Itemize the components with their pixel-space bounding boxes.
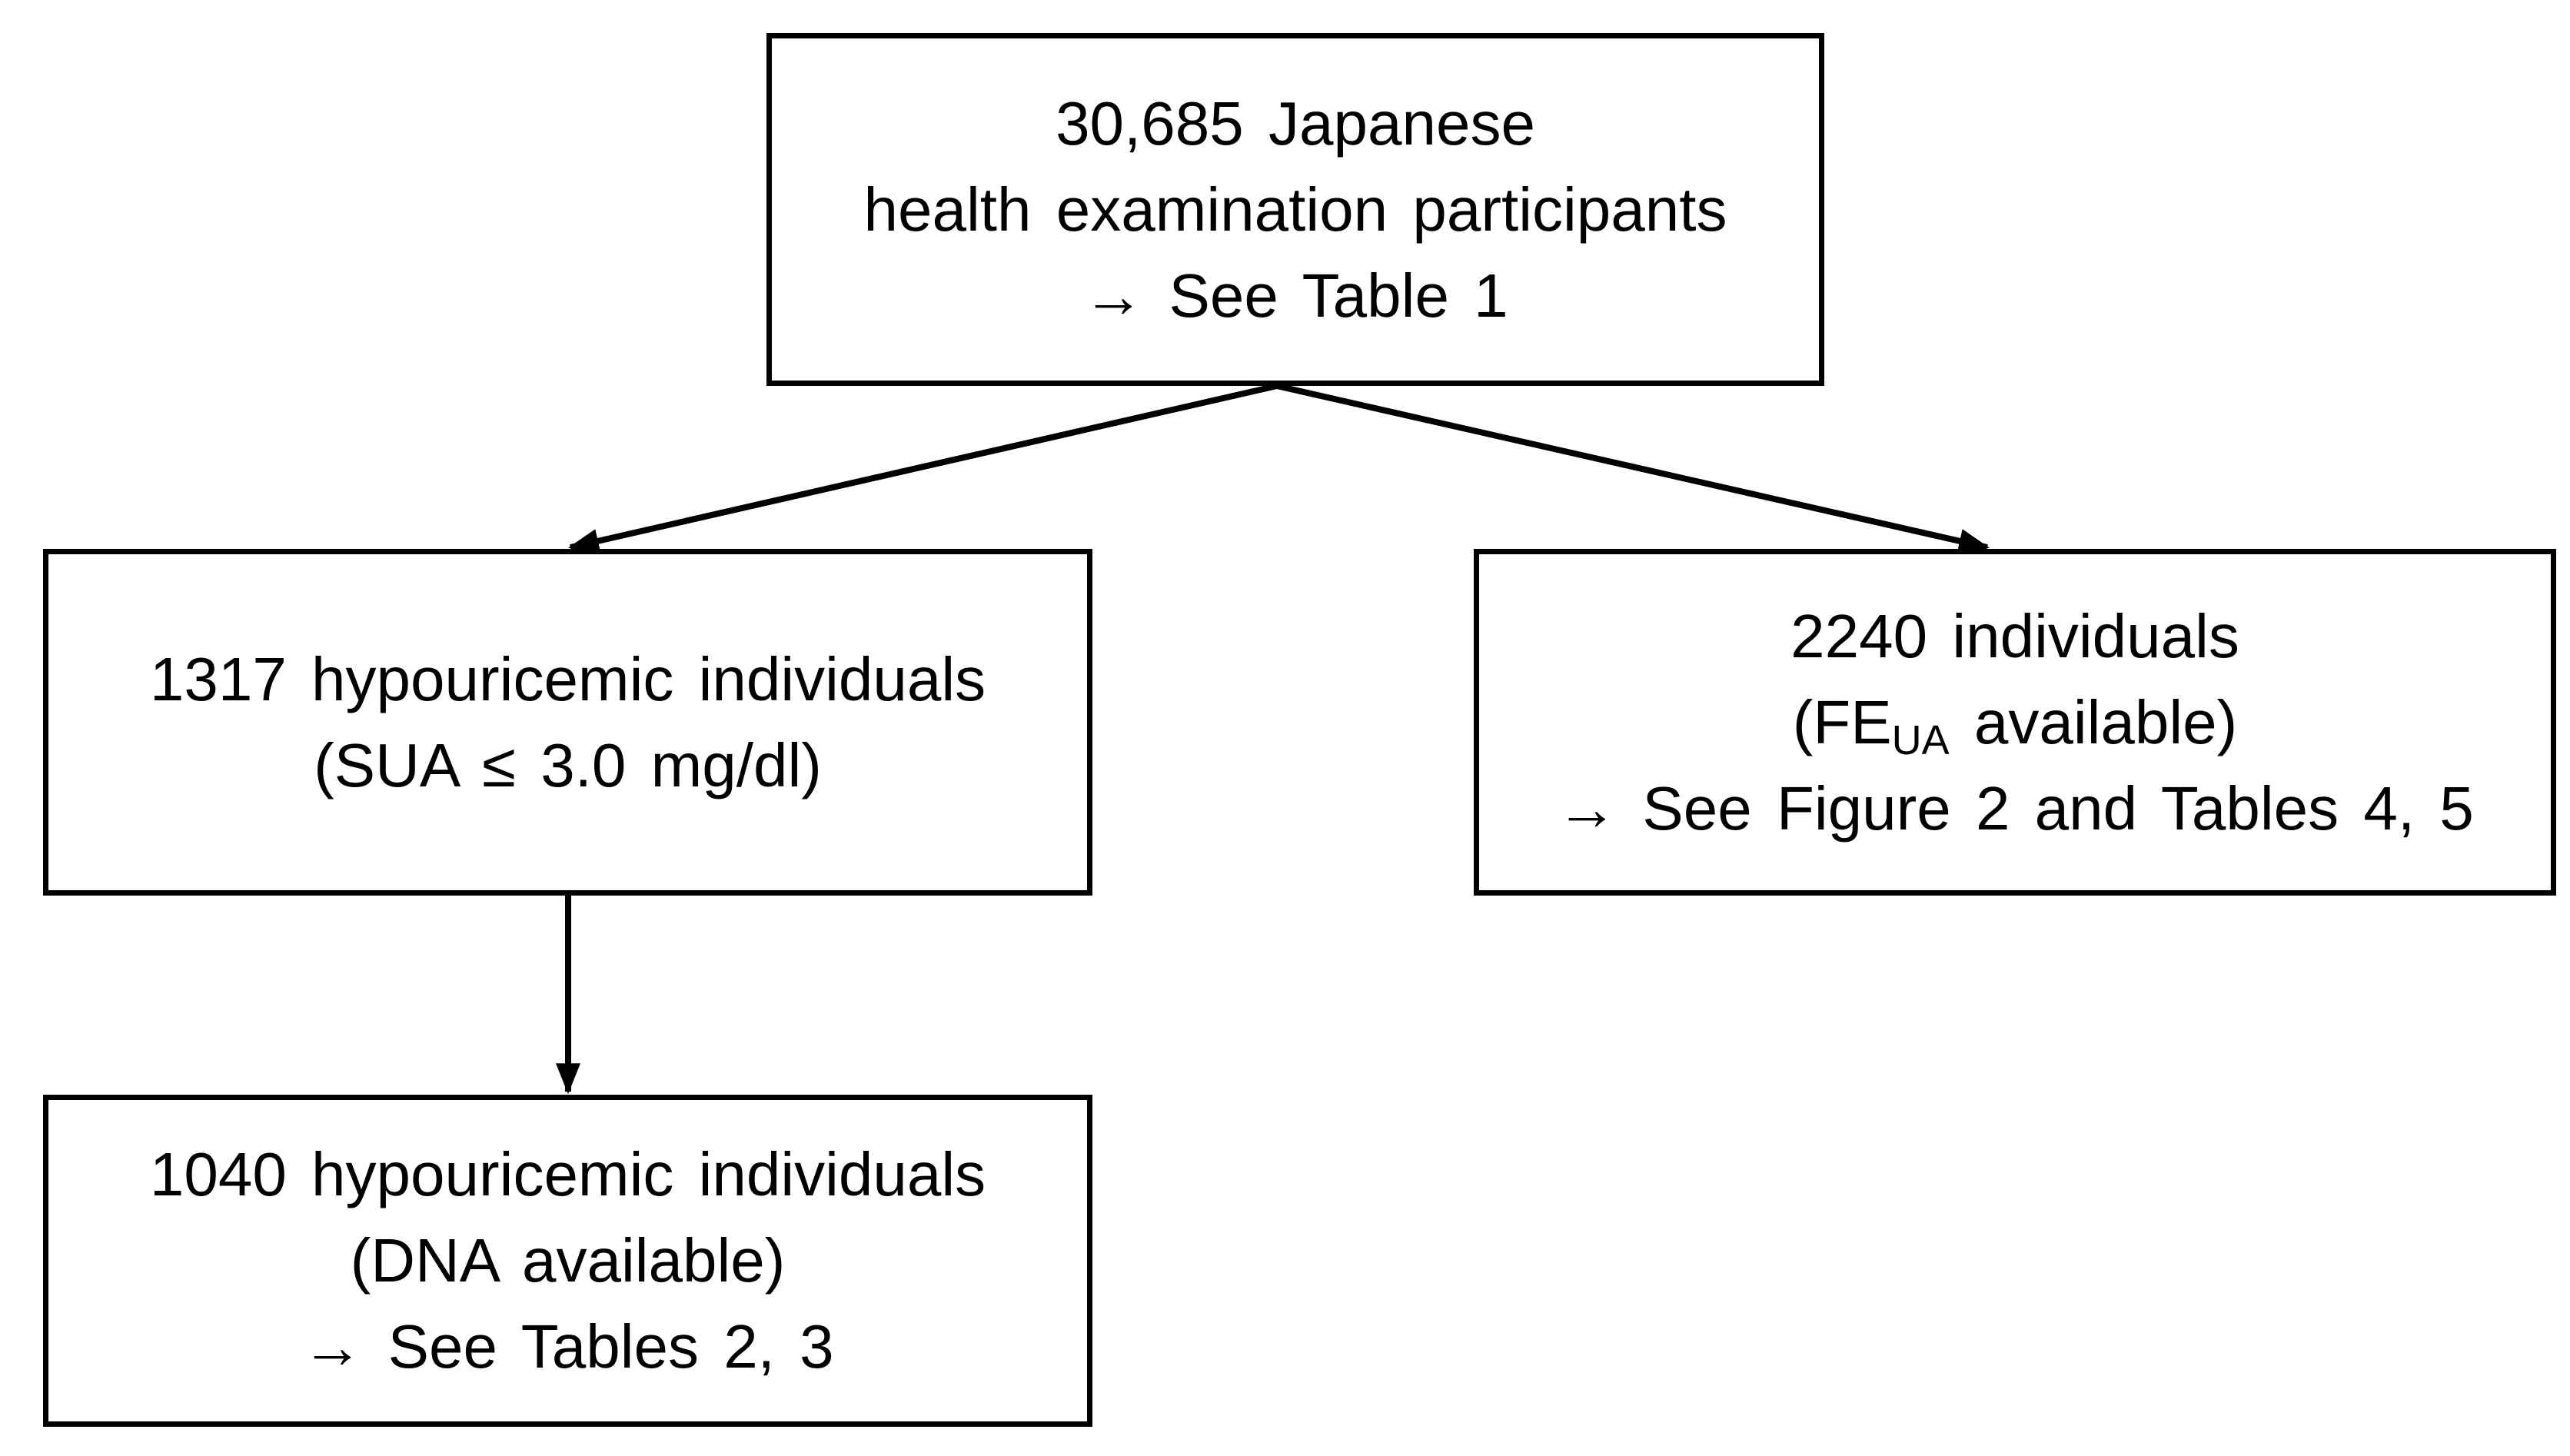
- arrow-top-to-right: [1276, 383, 1990, 553]
- feua-reference-text: → See Figure 2 and Tables 4, 5: [1556, 773, 2474, 843]
- participants-count-text: 30,685 Japanese: [1056, 88, 1535, 158]
- participants-box: 30,685 Japanese health examination parti…: [766, 33, 1824, 386]
- hypouricemic-criterion-text: (SUA ≤ 3.0 mg/dl): [314, 730, 822, 799]
- dna-reference-text: → See Tables 2, 3: [301, 1312, 834, 1381]
- feua-prefix-text: (FE: [1792, 687, 1892, 756]
- dna-available-box: 1040 hypouricemic individuals (DNA avail…: [43, 1095, 1092, 1427]
- feua-availability-text: (FEUA available): [1793, 680, 2238, 766]
- arrow-top-to-left: [567, 383, 1278, 553]
- dna-availability-text: (DNA available): [350, 1226, 786, 1295]
- feua-count-text: 2240 individuals: [1790, 601, 2239, 670]
- participants-reference-text: → See Table 1: [1082, 261, 1508, 330]
- feua-suffix-text: available): [1949, 687, 2238, 756]
- feua-available-box: 2240 individuals (FEUA available) → See …: [1474, 549, 2556, 896]
- hypouricemic-box: 1317 hypouricemic individuals (SUA ≤ 3.0…: [43, 549, 1092, 896]
- dna-count-text: 1040 hypouricemic individuals: [149, 1140, 986, 1208]
- participants-description-text: health examination participants: [863, 175, 1727, 244]
- hypouricemic-count-text: 1317 hypouricemic individuals: [149, 644, 986, 713]
- feua-subscript-text: UA: [1891, 716, 1950, 763]
